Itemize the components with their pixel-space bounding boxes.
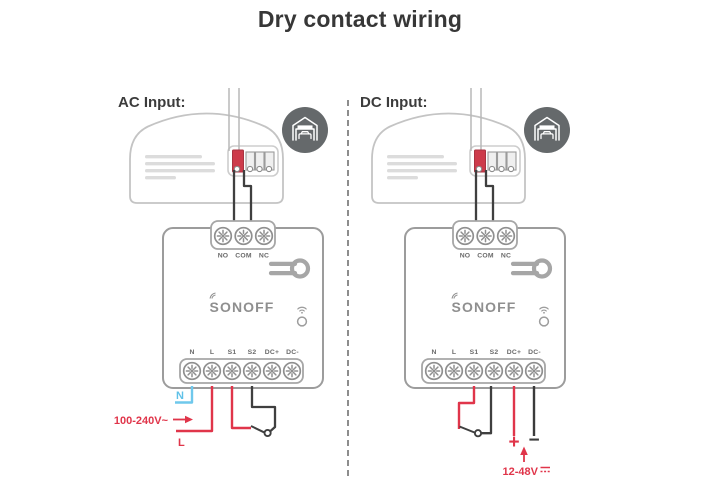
plus-sign: + [508,432,519,453]
dc-current-icon [540,466,550,473]
supply-arrow-icon [520,446,528,462]
dc-voltage-label: 12-48V [503,466,539,478]
panel-divider-line [347,100,349,476]
page-title: Dry contact wiring [257,6,463,32]
ac-wiring: N L 100-240V~ [114,386,277,449]
garage-badge-icon [281,106,329,154]
s2-wire [481,386,493,435]
s1-wire [457,386,476,429]
garage-badge-icon [523,106,571,154]
minus-sign: − [528,430,539,451]
s1-wire [230,386,251,430]
sonoff-module [405,221,565,388]
ac-input-label: AC Input: [118,94,185,111]
neutral-wire-label: N [176,390,184,402]
dc-input-label: DC Input: [360,94,427,111]
supply-arrow-icon [173,415,193,424]
panel-dc: DC Input: + − 12-48V [360,86,571,478]
push-switch-symbol [459,425,483,438]
live-wire [176,386,214,433]
s2-wire [250,386,277,433]
neutral-wire [175,386,194,404]
ac-voltage-label: 100-240V~ [114,415,169,427]
push-switch-symbol [250,425,272,438]
dc-wiring: + − 12-48V [457,386,550,478]
live-wire-label: L [178,437,185,449]
sonoff-module [163,221,323,388]
panel-ac: AC Input: N L 100-240V~ [114,86,329,449]
